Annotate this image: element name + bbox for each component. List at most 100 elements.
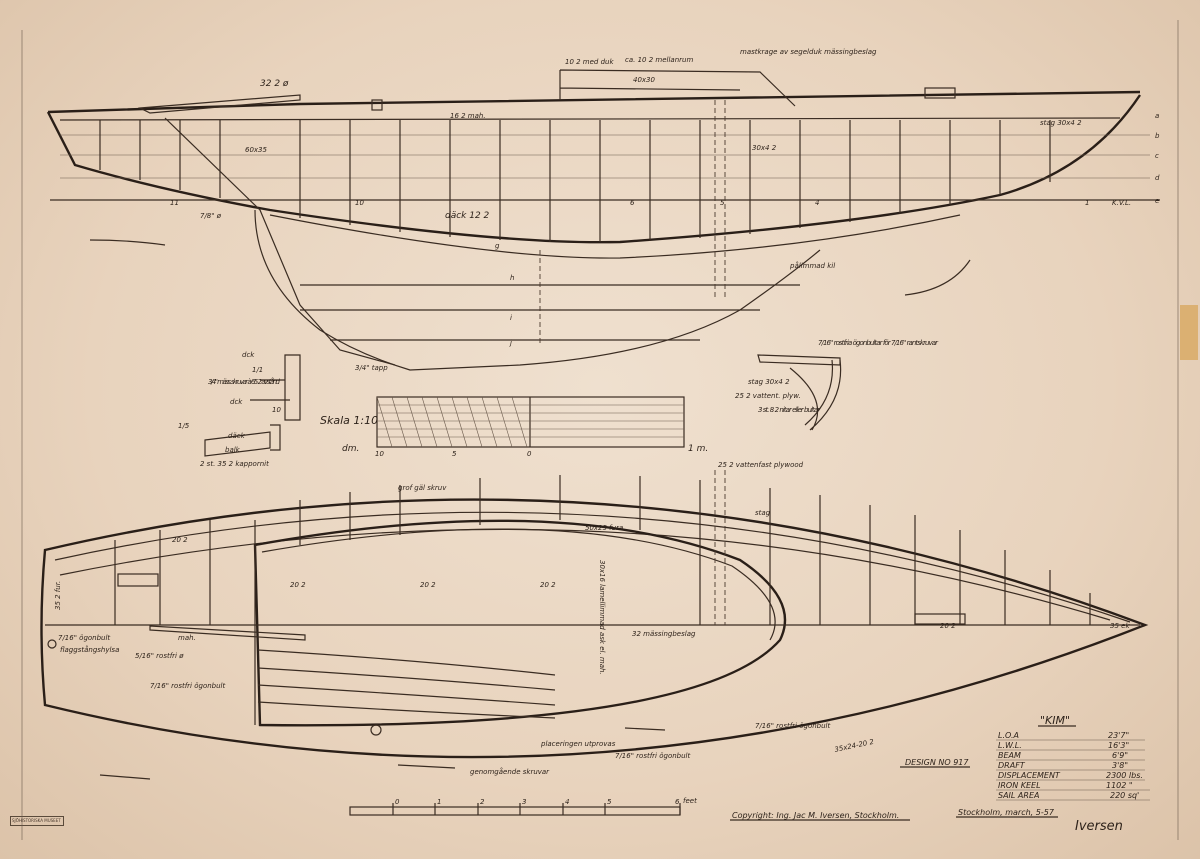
spec-label: DISPLACEMENT <box>998 771 1061 780</box>
rudder-stock <box>164 117 396 366</box>
tape-mark <box>1180 305 1198 360</box>
spec-label: L.W.L. <box>998 741 1022 750</box>
waterline-letter: b <box>1155 132 1160 140</box>
label-bow: 35 ek <box>1110 622 1130 630</box>
waterline-letter: e <box>1155 197 1159 205</box>
label-fasa: 50x25 fura <box>585 524 623 532</box>
cleat <box>924 87 956 99</box>
label-fitting: 32 mässingbeslag <box>632 630 696 638</box>
label-plywood-detail: 25 2 vattent. plyw. <box>735 392 801 400</box>
keel-top <box>269 214 961 259</box>
label-rudder: 7/8" ø <box>200 212 222 220</box>
cabin-top <box>559 69 796 107</box>
place-date: Stockholm, march, 5-57 <box>958 808 1055 817</box>
label-dck: dck <box>242 351 255 359</box>
deck-line <box>59 117 1121 121</box>
feet-tick: 5 <box>607 798 612 806</box>
boat-name: "KIM" <box>1040 714 1070 727</box>
metric-scale: Skala 1:10 dm. 10 5 0 1 m. <box>320 396 708 458</box>
spec-value: 3'8" <box>1112 761 1128 770</box>
waterline-letter: c <box>1155 152 1159 160</box>
spec-value: 220 sq' <box>1110 791 1139 800</box>
label-dck2: dck <box>230 398 243 406</box>
label-twenty: 20 2 <box>940 622 956 630</box>
waterline-letter: a <box>1155 112 1159 120</box>
label-twenty: 20 2 <box>540 581 556 589</box>
label-coaming: 40x30 <box>633 76 656 84</box>
spec-value: 16'3" <box>1108 741 1129 750</box>
mast-centerline <box>539 100 726 345</box>
label-twenty: 20 2 <box>172 536 188 544</box>
label-kvl: K.V.L. <box>1112 199 1131 207</box>
title-block: "KIM" DESIGN NO 917 L.O.A 23'7" L.W.L. 1… <box>730 714 1150 834</box>
label-frame: 30x4 2 <box>752 144 777 152</box>
label-eyebolt3: 7/16" rostfri ögonbult <box>615 752 690 760</box>
label-eyebolt2: 7/16" rostfri ögonbult <box>150 682 225 690</box>
scale-unit-right: 1 m. <box>688 444 708 454</box>
feet-tick: 3 <box>522 798 526 806</box>
cockpit-floorboards <box>257 649 556 719</box>
label-ratio: 1/1 <box>252 366 263 374</box>
feet-scale: 0 1 2 3 4 5 6 feet <box>349 797 697 816</box>
label-plywood: 25 2 vattenfast plywood <box>718 461 804 469</box>
section-sketch-right <box>904 259 971 296</box>
inner-clamp <box>59 528 1111 621</box>
label-spacing: ca. 10 2 mellanrum <box>625 56 693 64</box>
deck-edge-detail <box>250 354 301 421</box>
feet-tick: 6 <box>675 798 680 806</box>
label-deck-mah: 16 2 mah. <box>450 112 486 120</box>
hull-bottom <box>46 94 1141 244</box>
tiller <box>137 94 301 114</box>
scale-unit-left: dm. <box>342 444 359 454</box>
scale-tick: 10 <box>375 450 384 458</box>
label-screws: 3/4" mäss. skruvar à 65 2 avstånd <box>208 377 281 386</box>
label-stem-size: 60x35 <box>245 146 268 154</box>
feet-tick: 4 <box>565 798 569 806</box>
deck-plank-detail <box>757 354 841 366</box>
label-mast: mastkrage av segelduk mässingbeslag <box>740 48 877 56</box>
scale-tick: 0 <box>527 450 532 458</box>
deck-detail-left: dck 1/1 3/4" mäss. skruvar à 65 2 avstån… <box>178 351 301 468</box>
waterline-letter: d <box>1155 174 1160 182</box>
label-eyebolt4: 7/16" rostfri ögonbult <box>755 722 830 730</box>
copyright: Copyright: Ing. Jac M. Iversen, Stockhol… <box>732 811 899 820</box>
scale-tick: 5 <box>452 450 457 458</box>
station-number: 11 <box>170 199 179 207</box>
waterline-letter: h <box>510 274 514 282</box>
label-stag-detail: stag 30x4 2 <box>748 378 790 386</box>
deck-detail-right: 7/16" rostfria ögonbultar för 7/16" rant… <box>735 339 939 431</box>
station-number: 5 <box>720 199 725 207</box>
museum-stamp: SJÖHISTORISKA MUSEET <box>10 816 64 826</box>
hull-section-detail <box>789 359 842 431</box>
mast-partner-lines <box>714 470 726 625</box>
fittings <box>99 727 666 780</box>
label-tiller: 32 2 ø <box>260 79 289 89</box>
feet-tick: 2 <box>480 798 485 806</box>
label-limmed: pålimmad kil <box>789 261 835 270</box>
vent <box>371 99 383 111</box>
label-stag: stag 30x4 2 <box>1040 119 1082 127</box>
label-twenty: 20 2 <box>420 581 436 589</box>
label-bolt-rostfri: 5/16" rostfri ø <box>135 652 184 660</box>
label-ratio2: 1/5 <box>178 422 190 430</box>
spec-value: 2300 lbs. <box>1106 771 1143 780</box>
label-tapp: 3/4" tapp <box>355 364 388 372</box>
label-flagpole: flaggstångshylsa <box>60 645 119 654</box>
label-dack: däck <box>228 432 246 440</box>
spec-value: 1102 " <box>1106 781 1133 790</box>
label-limmad: 30x16 lamellimmad ask el. mah. <box>598 560 606 675</box>
label-rub: 35x24-20 2 <box>834 738 875 754</box>
label-mah: mah. <box>178 634 196 642</box>
label-grof: grof gäl skruv <box>398 484 447 492</box>
tiller-plan <box>149 625 306 641</box>
spec-table: L.O.A 23'7" L.W.L. 16'3" BEAM 6'9" DRAFT… <box>996 731 1150 801</box>
station-number: 10 <box>355 199 364 207</box>
block <box>914 613 966 625</box>
station-number: 6 <box>630 199 635 207</box>
spec-label: DRAFT <box>998 761 1026 770</box>
label-cabin-top: 10 2 med duk <box>565 58 614 66</box>
waterline-letter: i <box>510 314 512 322</box>
buttock-lines <box>60 134 1150 179</box>
feet-tick: 0 <box>395 798 400 806</box>
